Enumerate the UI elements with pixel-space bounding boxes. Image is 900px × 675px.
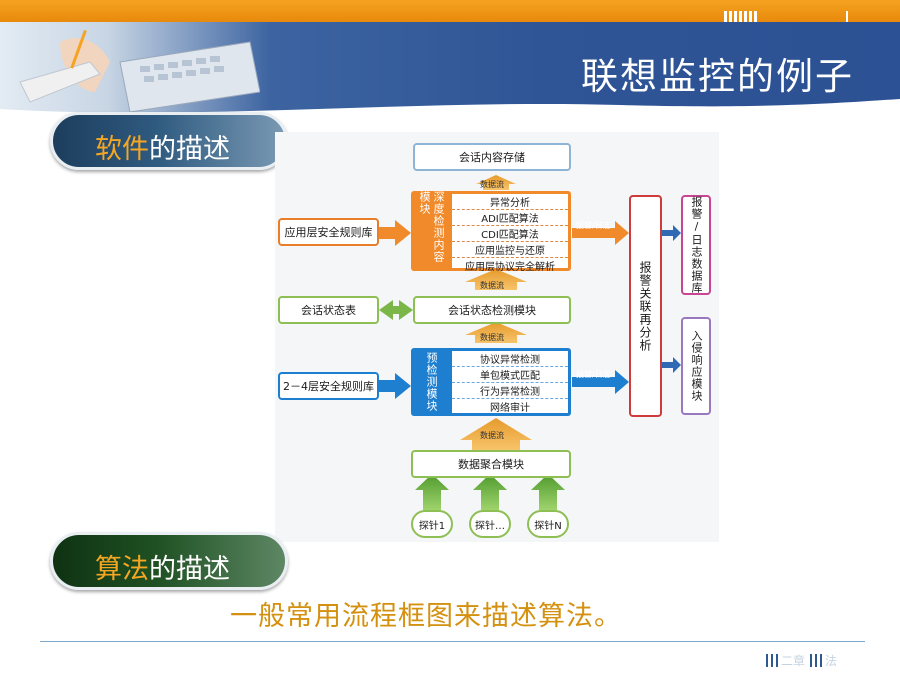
probe-1: 探针1 [411, 510, 453, 538]
deep-to-alarm-arrow [572, 221, 629, 245]
deep-item: 应用监控与还原 [452, 242, 568, 258]
deep-detection-module: 深度检测内容模块 异常分析 ADI匹配算法 CDI匹配算法 应用监控与还原 应用… [411, 191, 571, 273]
pre-item: 网络审计 [490, 403, 530, 414]
probe-ellipsis: 探针… [469, 510, 511, 538]
flow-arrow-deep-to-storage [476, 175, 516, 190]
session-storage-box: 会话内容存储 [413, 143, 571, 171]
pre-detection-label: 预检测模块 [425, 352, 438, 412]
section-software-rest: 的描述 [149, 134, 230, 165]
pre-detection-list: 协议异常检测 单包模式匹配 行为异常检测 网络审计 [452, 351, 568, 414]
session-double-arrow [379, 300, 413, 320]
probe-arrow-3 [531, 474, 565, 510]
header-bar-ornament [724, 11, 762, 22]
flow-label-storage: 数据流 [480, 180, 504, 189]
keyboard-illustration-icon [19, 29, 260, 112]
alarm-analysis-box: 报警关联再分析 [629, 195, 662, 417]
session-table-box: 会话状态表 [278, 296, 379, 324]
footer-text-2: 法 [825, 654, 838, 668]
flow-arrow-session-to-deep [465, 269, 527, 290]
deep-detection-list: 异常分析 ADI匹配算法 CDI匹配算法 应用监控与还原 应用层协议完全解析 [452, 194, 568, 273]
flow-label-aggregation: 数据流 [480, 431, 504, 440]
footer-divider [40, 641, 865, 642]
data-aggregation-box: 数据聚合模块 [411, 450, 571, 478]
alarm-to-response-arrow [662, 357, 681, 373]
section-tab-algorithm: 算法的描述 [50, 532, 288, 590]
probe-n: 探针N [527, 510, 569, 538]
section-algorithm-rest: 的描述 [149, 554, 230, 585]
app-layer-rules-box: 应用层安全规则库 [278, 218, 379, 246]
rules-arrow-layer [379, 373, 411, 399]
flow-label-pre: 数据流 [480, 333, 504, 342]
deep-item: ADI匹配算法 [452, 210, 568, 226]
probe-arrow-1 [415, 474, 449, 510]
flow-arrow-aggregation-to-pre [460, 418, 532, 450]
pre-item: 单包模式匹配 [452, 367, 568, 383]
pre-item: 行为异常检测 [452, 383, 568, 399]
deep-item: CDI匹配算法 [452, 226, 568, 242]
architecture-diagram: 数据流 数据流 数据流 数据流 报警/日志 报警/日志 会话内容存储 深度检测内… [275, 132, 719, 542]
footer: 二章 法 [766, 652, 837, 669]
alarm-to-db-arrow [662, 225, 681, 241]
session-detect-box: 会话状态检测模块 [413, 296, 571, 324]
deep-item: 应用层协议完全解析 [465, 262, 555, 273]
section-algorithm-highlight: 算法 [95, 554, 149, 585]
header-orange-bar [0, 0, 900, 22]
flow-label-session: 数据流 [480, 281, 504, 290]
probe-arrow-2 [473, 474, 507, 510]
section-software-highlight: 软件 [95, 134, 149, 165]
pre-detection-module: 预检测模块 协议异常检测 单包模式匹配 行为异常检测 网络审计 [411, 348, 571, 416]
layer-rules-box: 2－4层安全规则库 [278, 372, 379, 400]
section-tab-software: 软件的描述 [50, 112, 288, 170]
pre-item: 协议异常检测 [452, 351, 568, 367]
diagram-arrows [379, 175, 681, 510]
pre-to-alarm-arrow [572, 370, 629, 394]
rules-arrow-app [379, 220, 411, 246]
footer-text-1: 二章 [781, 654, 806, 668]
header-banner: 联想监控的例子 [0, 0, 900, 118]
flow-label-alarm-deep: 报警/日志 [576, 221, 611, 230]
slide-title: 联想监控的例子 [581, 55, 854, 98]
header-tick-ornament [846, 11, 848, 22]
flow-arrow-pre-to-session [465, 322, 527, 343]
deep-item: 异常分析 [452, 194, 568, 210]
deep-detection-label: 深度检测内容模块 [418, 191, 445, 263]
caption-text: 一般常用流程框图来描述算法。 [230, 601, 622, 632]
flow-label-alarm-pre: 报警/日志 [576, 370, 611, 379]
alarm-log-db-box: 报警/日志数据库 [681, 195, 711, 295]
intrusion-response-box: 入侵响应模块 [681, 317, 711, 415]
